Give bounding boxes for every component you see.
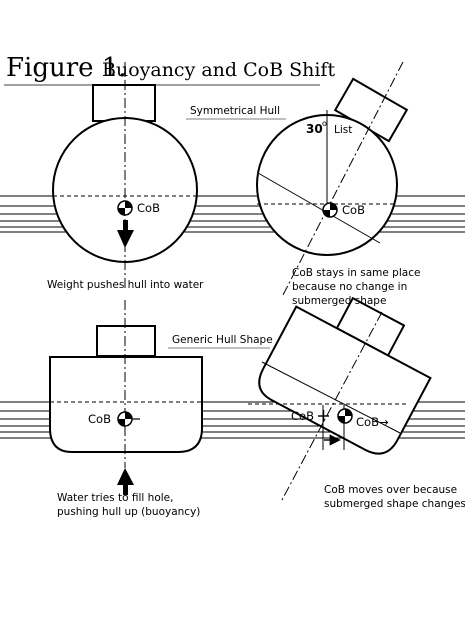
weight-arrow-icon <box>117 230 134 248</box>
generic-hull-text: Generic Hull Shape <box>172 334 273 346</box>
svg-text:pushing hull up (buoyancy): pushing hull up (buoyancy) <box>57 506 200 518</box>
symmetrical-hull-text: Symmetrical Hull <box>190 105 280 117</box>
generic-hull-label: Generic Hull Shape <box>168 334 273 349</box>
cob-stays-note: CoB stays in same place because no chang… <box>292 267 420 307</box>
svg-text:CoB moves over because: CoB moves over because <box>324 484 457 496</box>
svg-text:submerged shape changes: submerged shape changes <box>324 498 465 510</box>
figure-number: Figure 1. <box>6 53 127 83</box>
svg-text:submerged shape: submerged shape <box>292 295 386 307</box>
weight-note: Weight pushes hull into water <box>47 279 204 291</box>
list-label: List <box>334 124 352 136</box>
svg-text:Water tries to fill hole,: Water tries to fill hole, <box>57 492 173 504</box>
generic-hull-listed <box>248 296 432 501</box>
water-note: Water tries to fill hole, pushing hull u… <box>57 492 200 518</box>
cob-marker-2: CoB <box>322 202 365 218</box>
list-degree-symbol: o <box>322 119 327 128</box>
cob-label-2: CoB <box>342 203 365 217</box>
list-angle-value: 30 <box>306 122 323 136</box>
generic-hull-upright <box>49 300 203 495</box>
cob-label-3: CoB <box>88 412 111 426</box>
cob-moves-note: CoB moves over because submerged shape c… <box>324 484 465 510</box>
figure-title-text: Buoyancy and CoB Shift <box>102 59 335 81</box>
svg-text:CoB stays in same place: CoB stays in same place <box>292 267 420 279</box>
symmetrical-hull-label: Symmetrical Hull <box>186 105 286 120</box>
svg-text:because no change in: because no change in <box>292 281 407 293</box>
symmetrical-hull-listed: 30 o List <box>256 61 409 296</box>
cob-label-4-new: CoB→ <box>356 415 389 429</box>
cob-label-1: CoB <box>137 201 160 215</box>
symmetrical-hull-upright <box>52 62 198 290</box>
figure-title: Figure 1. Buoyancy and CoB Shift <box>4 53 335 86</box>
cob-label-4-old: CoB <box>291 409 314 423</box>
cob-marker-4: CoB CoB→ <box>291 408 389 429</box>
cob-marker-1: CoB <box>117 200 160 216</box>
buoyancy-arrow-icon <box>117 468 134 485</box>
cob-marker-3: CoB <box>88 411 140 427</box>
